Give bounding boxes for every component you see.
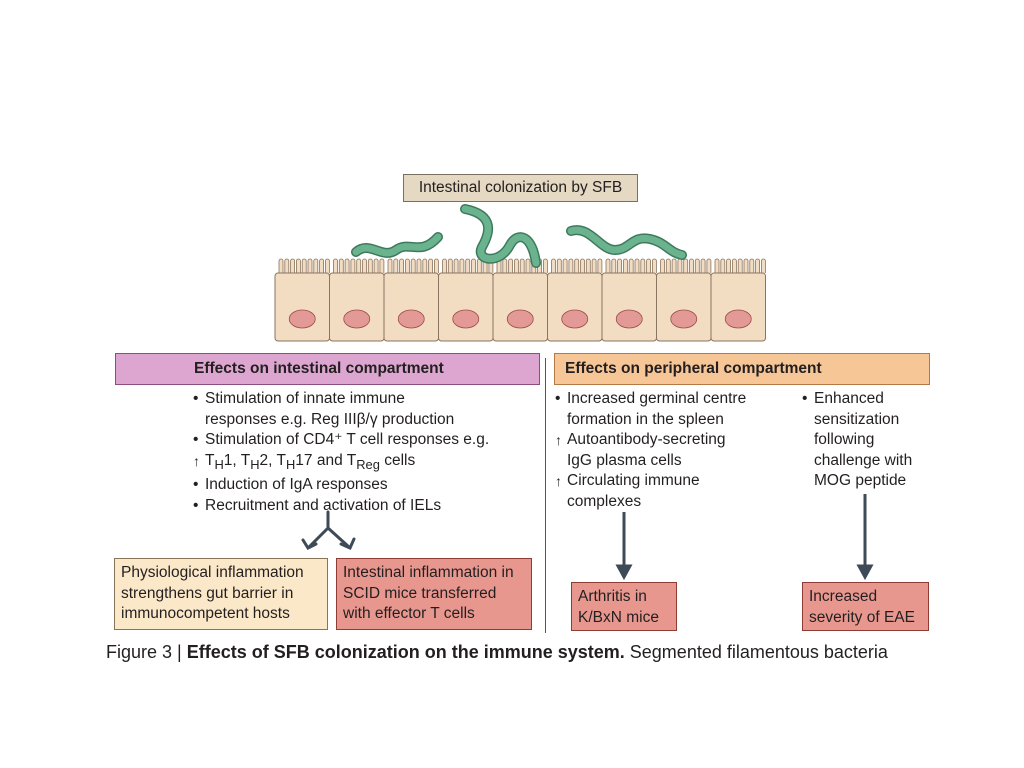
eae-severity-box: Increased severity of EAE [802, 582, 929, 631]
cell-nucleus [724, 309, 752, 329]
down-arrow-icon [615, 512, 633, 581]
list-item: Recruitment and activation of IELs [193, 496, 533, 517]
list-item: MOG peptide [814, 472, 907, 489]
sfb-bacteria-icon [351, 204, 687, 268]
list-item: responses e.g. Reg IIIβ/γ production [205, 410, 455, 428]
list-item: Increased germinal centre [555, 389, 765, 410]
cell-nucleus [670, 309, 698, 329]
list-item: formation in the spleen [567, 410, 724, 428]
intestinal-compartment-header: Effects on intestinal compartment [115, 353, 540, 385]
peripheral-effects-list-1: Increased germinal centre formation in t… [555, 389, 765, 512]
intestinal-effects-list: Stimulation of innate immune responses e… [193, 389, 533, 516]
cell-nucleus [615, 309, 643, 329]
list-item-th-cells: TH1, TH2, TH17 and TReg cells [193, 451, 533, 476]
list-item: sensitization [814, 410, 900, 428]
list-item: Autoantibody-secreting [555, 430, 765, 451]
peripheral-compartment-header: Effects on peripheral compartment [554, 353, 930, 385]
cell-nucleus [397, 309, 425, 329]
cell-nucleus [561, 309, 589, 329]
list-item: Stimulation of CD4⁺ T cell responses e.g… [193, 430, 533, 451]
cell-nucleus [506, 309, 534, 329]
peripheral-effects-list-2: Enhanced sensitization following challen… [802, 389, 932, 492]
caption-title: Effects of SFB colonization on the immun… [186, 642, 625, 662]
physiological-inflammation-box: Physiological inflammation strengthens g… [114, 558, 328, 630]
list-item: Induction of IgA responses [193, 475, 533, 496]
list-item: following [814, 431, 875, 448]
list-item: Circulating immune [555, 471, 765, 492]
th-cells-text: TH1, TH2, TH17 and TReg cells [205, 451, 416, 472]
down-arrow-icon [856, 494, 874, 581]
compartment-divider [545, 358, 546, 633]
intestinal-inflammation-box: Intestinal inflammation in SCID mice tra… [336, 558, 532, 630]
arthritis-box: Arthritis in K/BxN mice [571, 582, 677, 631]
list-item: IgG plasma cells [567, 451, 682, 469]
caption-prefix: Figure 3 | [106, 642, 187, 662]
list-item: Enhanced [802, 389, 932, 410]
list-item: complexes [567, 492, 642, 510]
cell-nucleus [288, 309, 316, 329]
list-item: Stimulation of innate immune [193, 389, 533, 410]
list-item: challenge with [814, 451, 913, 469]
epithelium-illustration [274, 204, 766, 342]
epithelial-cell [710, 272, 766, 342]
cell-nucleus [452, 309, 480, 329]
split-arrow-icon [301, 510, 356, 550]
epithelial-cells [274, 258, 766, 342]
caption-rest: Segmented filamentous bacteria [624, 642, 888, 662]
colonization-label: Intestinal colonization by SFB [403, 174, 638, 202]
cell-nucleus [343, 309, 371, 329]
figure-caption: Figure 3 | Effects of SFB colonization o… [106, 642, 888, 663]
